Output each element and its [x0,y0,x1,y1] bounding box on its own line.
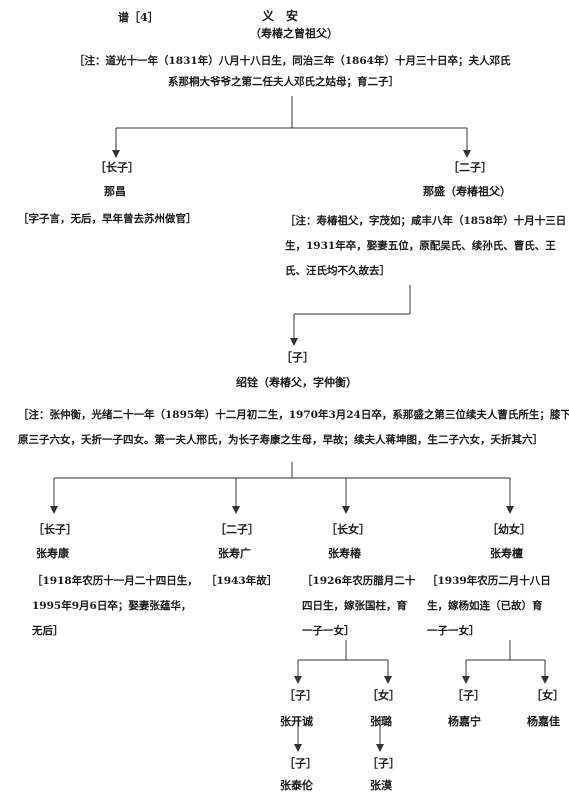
gen4-eldest-daughter-tag: ［长女］ [326,523,370,536]
gen4-eldest-son-note-2: 1995年9月6日卒；娶妻张蕴华， [32,600,192,612]
gen6-grandson-1-tag: ［子］ [284,757,317,770]
gen4-youngest-daughter-tag: ［幼女］ [487,523,531,536]
root-relation: （寿椿之曾祖父） [250,27,338,40]
gen4-eldest-son-note-1: ［1918年农历十一月二十四日生， [32,575,198,587]
gen4-eldest-daughter-name: 张寿椿 [328,547,361,560]
gen6-grandson-2-name: 张漠 [370,779,392,792]
arrow-head [462,676,470,684]
gen4-eldest-daughter-note-1: ［1926年农历腊月二十 [302,575,416,587]
arrow-head [112,150,120,158]
gen5-right-daughter-tag: ［女］ [531,689,564,702]
arrow-head [290,338,298,346]
root-name: 义 安 [262,9,299,23]
root-note-line-1: ［注：道光十一年（1831年）八月十八日生，同治三年（1864年）十月三十日卒；… [74,55,511,67]
gen2-eldest-tag: ［长子］ [95,161,139,174]
arrow-head [506,506,514,514]
gen4-youngest-daughter-note-2: 生，嫁杨如连（已故）育 [427,600,543,612]
gen2-eldest-name: 那昌 [104,185,126,198]
gen4-youngest-daughter-name: 张寿檀 [490,547,523,560]
gen4-youngest-daughter-note-1: ［1939年农历二月十八日 [427,575,551,587]
gen4-second-son-name: 张寿广 [218,547,251,560]
gen3-name: 绍铨（寿椿父，字仲衡） [236,376,357,389]
arrow-head [294,744,302,752]
gen4-eldest-son-tag: ［长子］ [33,523,77,536]
arrow-head [463,150,471,158]
arrow-head [384,676,392,684]
gen5-left-son-name: 张开诚 [280,715,313,728]
gen2-second-note-line-1: ［注：寿椿祖父，字茂如；咸丰八年（1858年）十月十三日 [285,215,567,227]
gen6-grandson-1-name: 张泰伦 [280,779,313,792]
gen4-eldest-son-note-3: 无后］ [32,625,64,637]
arrow-head [541,676,549,684]
gen5-right-daughter-name: 杨嘉佳 [527,715,560,728]
gen2-second-tag: ［二子］ [448,161,492,174]
gen4-eldest-son-name: 张寿康 [36,547,69,560]
gen4-eldest-daughter-note-2: 四日生，嫁张国柱，育 [302,600,407,612]
gen3-note-line-2: 原三子六女，夭折一子四女。第一夫人邢氏，为长子寿康之生母，早故；续夫人蒋坤图，生… [18,434,543,446]
arrow-head [232,506,240,514]
gen4-youngest-daughter-note-3: 一子一女］ [427,625,480,637]
gen4-second-son-note-1: ［1943年故］ [206,575,278,587]
gen3-note-line-1: ［注：张仲衡，光绪二十一年（1895年）十二月初二生，1970年3月24日卒，系… [18,409,569,421]
gen5-right-son-name: 杨嘉宁 [448,715,481,728]
arrow-head [50,506,58,514]
gen4-second-son-tag: ［二子］ [215,523,259,536]
page-reference: 谱［4］ [118,11,159,24]
arrow-head [376,744,384,752]
arrow-head [342,506,350,514]
gen6-grandson-2-tag: ［子］ [367,757,400,770]
root-note-line-2: 系那桐大爷爷之第二任夫人邓氏之姑母；育二子］ [168,76,399,88]
arrow-head [294,676,302,684]
gen4-eldest-daughter-note-3: 一子一女］ [302,625,355,637]
gen5-left-son-tag: ［子］ [284,689,317,702]
gen2-second-note-line-2: 生，1931年卒，娶妻五位，原配吴氏、续孙氏、曹氏、王 [285,240,556,252]
gen5-left-daughter-tag: ［女］ [367,689,400,702]
gen2-second-name: 那盛（寿椿祖父） [423,185,511,198]
gen5-right-son-tag: ［子］ [452,689,485,702]
gen3-tag: ［子］ [281,351,314,364]
gen2-second-note-line-3: 氏、汪氏均不久故去］ [285,265,390,277]
gen5-left-daughter-name: 张璐 [370,715,392,728]
gen2-eldest-note: ［字子言，无后，早年曾去苏州做官］ [18,213,197,225]
